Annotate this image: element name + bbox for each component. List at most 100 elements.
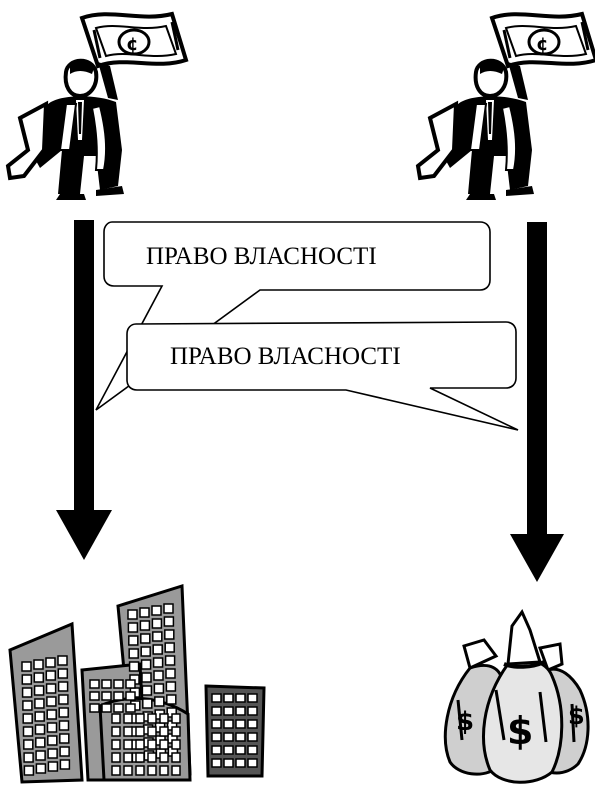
building-window (89, 703, 100, 713)
building-window (57, 668, 69, 679)
building-window (159, 752, 169, 763)
building-window (89, 679, 100, 689)
building-window (57, 681, 69, 692)
building-window (164, 629, 175, 640)
building-window (23, 752, 34, 763)
building-window (21, 687, 33, 698)
banknote-icon: ¢ (79, 11, 189, 69)
building-window (159, 726, 169, 737)
building-window (163, 603, 174, 614)
dollar-sign-right: $ (568, 702, 585, 730)
building-window (211, 719, 222, 729)
building-window (247, 706, 258, 716)
building-window (111, 752, 121, 763)
dollar-sign-center: $ (507, 709, 533, 753)
building-window (247, 745, 258, 755)
building-window (140, 659, 152, 670)
building-window (165, 668, 176, 679)
building-window (45, 670, 57, 681)
building-window (166, 694, 177, 705)
buildings-icon (8, 583, 266, 784)
building-window (223, 693, 234, 703)
building-window (34, 711, 45, 722)
building-window (125, 691, 136, 701)
money-bags-icon: $ $ $ (443, 608, 590, 784)
building-window (147, 713, 157, 724)
building-window (135, 726, 145, 737)
building-window (165, 681, 177, 692)
building-window (101, 703, 112, 713)
building-window (223, 745, 234, 755)
building-window (59, 746, 70, 757)
building-window (147, 765, 157, 776)
building-window (57, 655, 68, 666)
building-window (140, 646, 151, 657)
building-window (163, 616, 175, 627)
building-window (159, 765, 169, 776)
building-window (125, 679, 136, 689)
building-window (211, 758, 222, 768)
building-window (135, 713, 145, 724)
building-window (127, 609, 138, 620)
building-window (46, 696, 57, 707)
building-window (247, 693, 258, 703)
building-window (151, 618, 163, 629)
building-window (34, 698, 45, 709)
bubble-2-label: ПРАВО ВЛАСНОСТІ (170, 343, 401, 370)
building-window (151, 605, 162, 616)
building-window (58, 720, 70, 731)
building-window (111, 726, 121, 737)
businessman-with-money-icon: ¢ (5, 11, 189, 200)
building-window (35, 737, 46, 748)
building-window (223, 706, 234, 716)
building-window (152, 657, 164, 668)
building-window (141, 685, 153, 696)
building-window (45, 683, 57, 694)
building-window (59, 733, 70, 744)
building-window (23, 739, 34, 750)
building-window (128, 635, 139, 646)
building-window (247, 732, 258, 742)
building-window (171, 765, 181, 776)
building-window (139, 607, 150, 618)
building-window (33, 685, 45, 696)
building-window (171, 713, 181, 724)
building-window (22, 726, 34, 737)
building-window (34, 724, 46, 735)
building-window (101, 691, 112, 701)
building-window (35, 750, 46, 761)
building-window (153, 683, 165, 694)
building-window (171, 752, 181, 763)
building-window (22, 713, 33, 724)
building-window (101, 679, 112, 689)
building-window (135, 765, 145, 776)
building-window (141, 672, 152, 683)
building-window (128, 661, 140, 672)
building-window (139, 620, 151, 631)
building-window (125, 703, 136, 713)
building-window (235, 745, 246, 755)
building-window (223, 758, 234, 768)
building-window (211, 745, 222, 755)
speech-bubble-2: ПРАВО ВЛАСНОСТІ (126, 321, 519, 431)
banknote-icon: ¢ (489, 11, 595, 69)
building-window (113, 679, 124, 689)
building-window (23, 765, 35, 776)
building-window (111, 765, 121, 776)
building-window (235, 719, 246, 729)
building-window (111, 713, 121, 724)
building-window (211, 706, 222, 716)
building-window (47, 735, 58, 746)
building-window (21, 674, 33, 685)
building-window (33, 659, 44, 670)
building-window (235, 732, 246, 742)
building-window (113, 691, 124, 701)
svg-text:¢: ¢ (536, 34, 549, 55)
building-window (147, 739, 157, 750)
building-window (111, 739, 121, 750)
building-window (22, 700, 33, 711)
building-window (113, 703, 124, 713)
building-window (147, 726, 157, 737)
dollar-sign-left: $ (456, 707, 474, 737)
building-window (211, 732, 222, 742)
